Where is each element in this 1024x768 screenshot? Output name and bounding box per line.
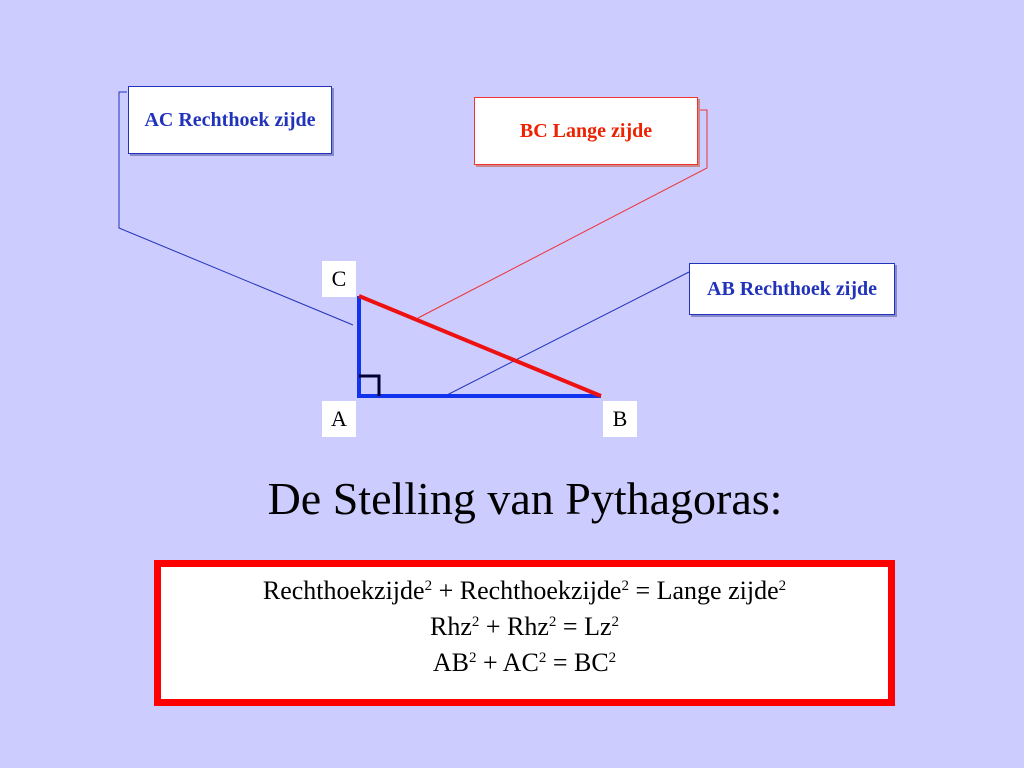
vertex-label-a: A	[322, 401, 356, 437]
formula-box: Rechthoekzijde2 + Rechthoekzijde2 = Lang…	[154, 560, 895, 706]
slide-title: De Stelling van Pythagoras:	[267, 473, 783, 524]
vertex-label-b: B	[603, 401, 637, 437]
callout-ac: AC Rechthoek zijde	[128, 86, 332, 154]
vertex-label-c: C	[322, 261, 356, 297]
ac-leader-line	[118, 91, 354, 326]
formula-line-letters: AB2 + AC2 = BC2	[432, 648, 617, 677]
ab-leader-line	[444, 271, 690, 397]
bc-leader-line	[417, 109, 708, 319]
right-angle-marker	[359, 374, 381, 396]
formula-line-words: Rechthoekzijde2 + Rechthoekzijde2 = Lang…	[262, 576, 787, 605]
callout-ab: AB Rechthoek zijde	[689, 263, 895, 315]
formula-line-abbrev: Rhz2 + Rhz2 = Lz2	[429, 612, 620, 641]
callout-bc: BC Lange zijde	[474, 97, 698, 165]
side-bc	[358, 294, 602, 398]
